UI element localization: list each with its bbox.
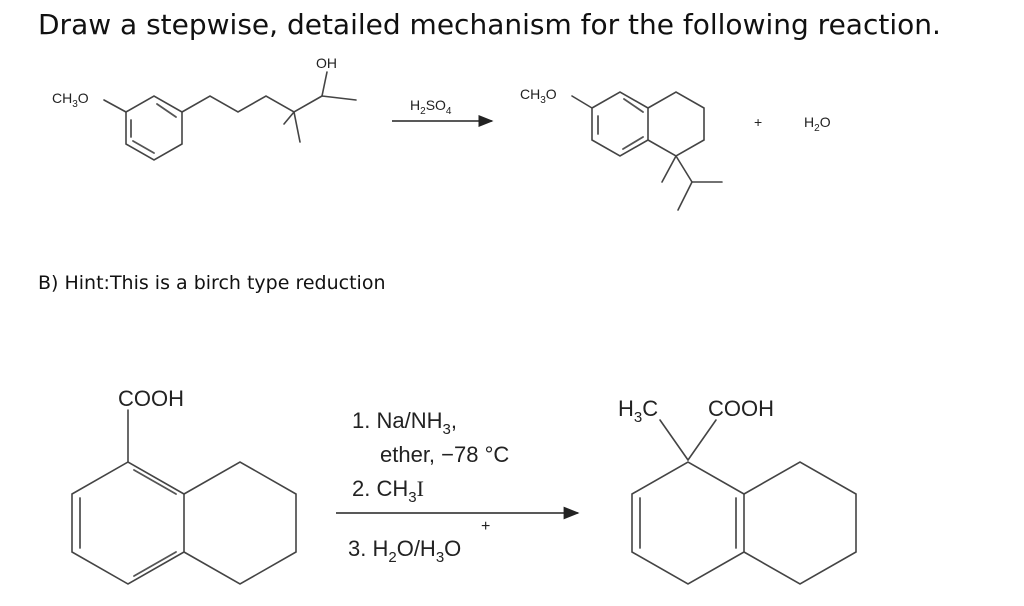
step-1-conditions: ether, −78 °C xyxy=(380,442,509,467)
reagent-h2so4: H2SO4 xyxy=(410,97,452,117)
reactant-b-cooh-label: COOH xyxy=(118,386,184,411)
reactant-a-methoxy-label: CH3O xyxy=(52,90,89,110)
plus-sign-a: + xyxy=(754,114,762,130)
question-title: Draw a stepwise, detailed mechanism for … xyxy=(38,8,941,41)
product-a-structure: CH3O xyxy=(520,86,723,211)
reactant-a-oh-label: OH xyxy=(316,55,337,71)
reactant-a-structure: CH3O OH xyxy=(52,55,357,161)
step-1-reagent: 1. Na/NH3, xyxy=(352,408,457,438)
hydronium-charge: + xyxy=(481,518,490,535)
product-b-structure: H3C COOH xyxy=(618,396,857,585)
reactant-b-structure: COOH xyxy=(71,386,297,585)
byproduct-water: H2O xyxy=(804,114,831,134)
hint-text: B) Hint:This is a birch type reduction xyxy=(38,272,386,294)
step-2-reagent: 2. CH3I xyxy=(352,476,424,506)
product-b-methyl-label: H3C xyxy=(618,396,658,426)
step-3-reagent: 3. H2O/H3O xyxy=(348,536,461,566)
product-b-cooh-label: COOH xyxy=(708,396,774,421)
product-a-methoxy-label: CH3O xyxy=(520,86,557,106)
